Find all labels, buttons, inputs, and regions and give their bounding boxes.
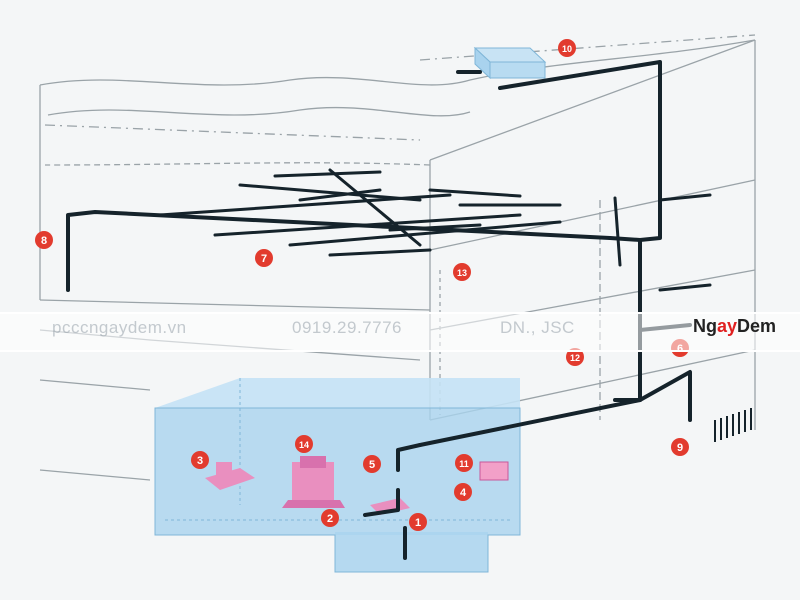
water-tank — [154, 378, 521, 573]
watermark-band — [0, 312, 800, 352]
marker-12: 12 — [566, 348, 584, 366]
watermark-website: pcccngaydem.vn — [52, 318, 187, 337]
svg-text:13: 13 — [457, 268, 467, 278]
watermark-company: DN., JSC — [500, 318, 575, 337]
svg-text:7: 7 — [261, 253, 267, 265]
pump-equipment — [205, 456, 509, 515]
svg-text:10: 10 — [562, 44, 572, 54]
marker-5: 5 — [363, 455, 381, 473]
marker-11: 11 — [455, 454, 473, 472]
svg-text:2: 2 — [327, 513, 333, 525]
brand-logo: NgayDem — [693, 316, 777, 336]
marker-13: 13 — [453, 263, 471, 281]
callout-markers: 1234567891011121314 — [35, 39, 689, 531]
hose-outlet-grille — [714, 408, 752, 442]
svg-text:12: 12 — [570, 353, 580, 363]
svg-text:8: 8 — [41, 235, 47, 247]
marker-8: 8 — [35, 231, 53, 249]
marker-3: 3 — [191, 451, 209, 469]
marker-14: 14 — [295, 435, 313, 453]
svg-text:14: 14 — [299, 440, 309, 450]
marker-10: 10 — [558, 39, 576, 57]
svg-text:3: 3 — [197, 455, 203, 467]
marker-4: 4 — [454, 483, 472, 501]
rooftop-tank-unit — [473, 46, 547, 80]
svg-text:1: 1 — [415, 517, 421, 529]
svg-text:4: 4 — [460, 487, 467, 499]
sprinkler-pipe-network — [66, 60, 712, 560]
watermark-phone: 0919.29.7776 — [292, 318, 402, 337]
marker-1: 1 — [409, 513, 427, 531]
svg-text:9: 9 — [677, 442, 683, 454]
svg-text:5: 5 — [369, 459, 375, 471]
marker-7: 7 — [255, 249, 273, 267]
marker-9: 9 — [671, 438, 689, 456]
svg-text:11: 11 — [459, 459, 469, 469]
marker-2: 2 — [321, 509, 339, 527]
